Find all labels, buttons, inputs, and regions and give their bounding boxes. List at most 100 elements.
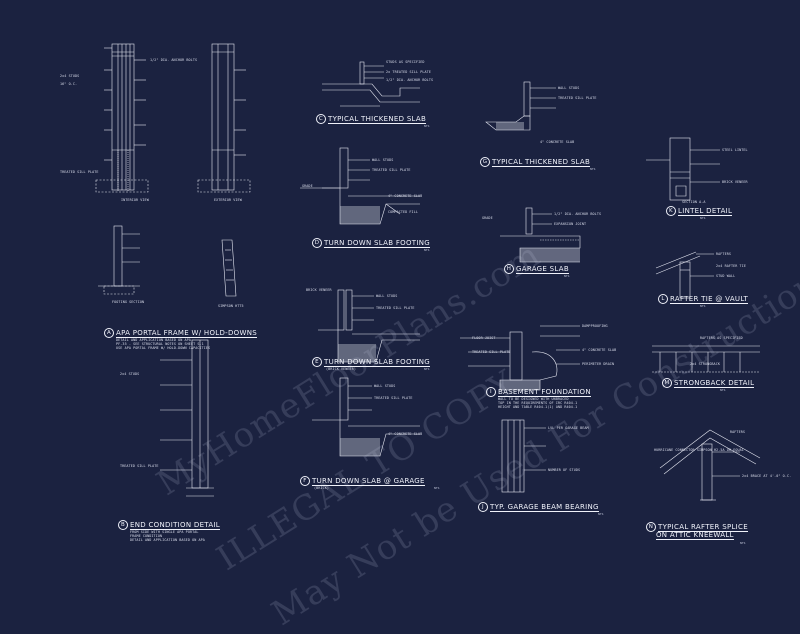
detail-n-title-text: TYPICAL RAFTER SPLICE bbox=[658, 523, 748, 532]
detail-b-title-text: END CONDITION DETAIL bbox=[130, 521, 220, 530]
detail-c-title-text: TYPICAL THICKENED SLAB bbox=[328, 115, 427, 124]
detail-j-beam-bearing bbox=[501, 419, 546, 493]
detail-m-title-text: STRONGBACK DETAIL bbox=[674, 379, 755, 388]
callout-compacted-fill: COMPACTED FILL bbox=[388, 210, 418, 214]
label-interior-view: INTERIOR VIEW bbox=[121, 198, 149, 202]
detail-n-scale: NTS bbox=[740, 541, 746, 545]
detail-a-note-3: USE APA PORTAL FRAME W/ HOLD-DOWN CAPACI… bbox=[116, 346, 211, 350]
detail-g-marker: G bbox=[480, 157, 490, 167]
callout-rafter-tie: 2x4 RAFTER TIE bbox=[716, 264, 746, 268]
callout-16-oc: 16" O.C. bbox=[60, 82, 78, 86]
detail-e-subtitle: (BRICK VENEER) bbox=[326, 367, 356, 371]
callout-2x4-studs-b: 2x4 STUDS bbox=[120, 372, 140, 376]
callout-studs: STUDS AS SPECIFIED bbox=[386, 60, 425, 64]
detail-k-marker: K bbox=[666, 206, 676, 216]
detail-h-title-text: GARAGE SLAB bbox=[516, 265, 569, 274]
callout-concrete-slab-g: 4" CONCRETE SLAB bbox=[540, 140, 575, 144]
detail-h-garage-slab bbox=[500, 207, 581, 263]
detail-m-scale: NTS bbox=[720, 388, 726, 392]
detail-c-marker: C bbox=[316, 114, 326, 124]
detail-b-note-2: FRAME CONDITION bbox=[130, 534, 163, 538]
callout-treated-sill: TREATED SILL PLATE bbox=[372, 168, 411, 172]
detail-k-title-text: LINTEL DETAIL bbox=[678, 207, 733, 216]
callout-wall-studs-e: WALL STUDS bbox=[376, 294, 398, 298]
detail-n-marker: N bbox=[646, 522, 656, 532]
callout-stud-wall: STUD WALL bbox=[716, 274, 736, 278]
detail-k-scale: NTS bbox=[700, 216, 706, 220]
detail-j-title-text: TYP. GARAGE BEAM BEARING bbox=[490, 503, 599, 512]
callout-grade-h: GRADE bbox=[482, 216, 493, 220]
detail-c-scale: NTS bbox=[424, 124, 430, 128]
callout-number-studs: NUMBER OF STUDS bbox=[548, 468, 581, 472]
detail-d-marker: D bbox=[312, 238, 322, 248]
detail-h-marker: H bbox=[504, 264, 514, 274]
label-exterior-view: EXTERIOR VIEW bbox=[214, 198, 242, 202]
detail-b-note-3: DETAIL AND APPLICATION BASED ON APA bbox=[130, 538, 205, 542]
detail-f-turndown-garage bbox=[312, 377, 420, 457]
detail-f-title-text: TURN DOWN SLAB @ GARAGE bbox=[312, 477, 425, 486]
detail-e-marker: E bbox=[312, 357, 322, 367]
detail-l-title-text: RAFTER TIE @ VAULT bbox=[670, 295, 749, 304]
detail-f-marker: F bbox=[300, 476, 310, 486]
detail-a-footing-section bbox=[98, 225, 237, 297]
detail-f-subtitle: (BRICK) bbox=[314, 486, 329, 490]
callout-expansion-joint: EXPANSION JOINT bbox=[554, 222, 587, 226]
detail-g-scale: NTS bbox=[590, 167, 596, 171]
callout-brick-k: BRICK VENEER bbox=[722, 180, 748, 184]
callout-lvl-beam: LVL PER GARAGE BEAM bbox=[548, 426, 589, 430]
detail-d-title-text: TURN DOWN SLAB FOOTING bbox=[324, 239, 430, 248]
detail-a-note-1: DETAIL AND APPLICATION BASED ON APA bbox=[116, 338, 191, 342]
detail-h-scale: NTS bbox=[564, 274, 570, 278]
detail-i-title-text: BASEMENT FOUNDATION bbox=[498, 388, 591, 397]
detail-b-note-1: FROM SIDE WITH SINGLE APA PORTAL bbox=[130, 530, 199, 534]
detail-b-marker: B bbox=[118, 520, 128, 530]
callout-wall-studs-g: WALL STUDS bbox=[558, 86, 580, 90]
detail-n-title-text-2: ON ATTIC KNEEWALL bbox=[656, 531, 734, 540]
detail-i-note-2: TOP IN THE REQUIREMENTS OF IRC R404.1 bbox=[498, 401, 578, 405]
detail-l-rafter-tie bbox=[655, 251, 714, 299]
callout-grade: GRADE bbox=[302, 184, 313, 188]
callout-brace: 2x4 BRACE AT 4'-0" O.C. bbox=[742, 474, 792, 478]
detail-n-title-line-2: ON ATTIC KNEEWALL bbox=[656, 531, 734, 540]
callout-rafters-l: RAFTERS bbox=[716, 252, 731, 256]
callout-concrete-slab: 4" CONCRETE SLAB bbox=[388, 194, 423, 198]
label-simpson: SIMPSON HTT5 bbox=[218, 304, 244, 308]
callout-strongback: 2x4 STRONGBACK bbox=[690, 362, 720, 366]
detail-l-scale: NTS bbox=[700, 304, 706, 308]
detail-n-rafter-splice bbox=[659, 429, 761, 501]
callout-perimeter-drain: PERIMETER DRAIN bbox=[582, 362, 615, 366]
drawing-sheet: MyHomeFloorPlans.com ILLEGAL TO COPY May… bbox=[60, 43, 800, 634]
callout-concrete-slab-f: 4" CONCRETE SLAB bbox=[388, 432, 423, 436]
callout-anchor-bolts-h: 1/2" DIA. ANCHOR BOLTS bbox=[554, 212, 602, 216]
callout-treated-sill-b: TREATED SILL PLATE bbox=[120, 464, 159, 468]
label-footing-section: FOOTING SECTION bbox=[112, 300, 145, 304]
detail-e-scale: NTS bbox=[424, 367, 430, 371]
detail-k-lintel bbox=[646, 137, 720, 201]
callout-hurricane: HURRICANE CONNECTOR SIMPSON H2.5A OR EQU… bbox=[654, 448, 744, 452]
detail-g-title-text: TYPICAL THICKENED SLAB bbox=[492, 158, 591, 167]
detail-c-thickened-slab bbox=[322, 61, 420, 107]
detail-i-note-1: WALL TO BE DESIGNED WITH UNBRACED bbox=[498, 397, 569, 401]
detail-a-note-2: PF-35 - SEE STRUCTURAL NOTES ON SHEET S-… bbox=[116, 342, 204, 346]
detail-d-turndown-footing bbox=[300, 147, 420, 225]
callout-floor-joist: FLOOR JOIST bbox=[472, 336, 496, 340]
callout-sill-plate: 2x TREATED SILL PLATE bbox=[386, 70, 431, 74]
detail-b-end-condition bbox=[160, 339, 214, 497]
detail-i-basement-foundation bbox=[460, 325, 580, 391]
detail-m-marker: M bbox=[662, 378, 672, 388]
callout-anchor-bolts: 1/2" DIA. ANCHOR BOLTS bbox=[386, 78, 434, 82]
callout-rafters-n: RAFTERS bbox=[730, 430, 745, 434]
detail-a-exterior-view bbox=[197, 43, 251, 193]
detail-m-strongback bbox=[652, 345, 760, 373]
